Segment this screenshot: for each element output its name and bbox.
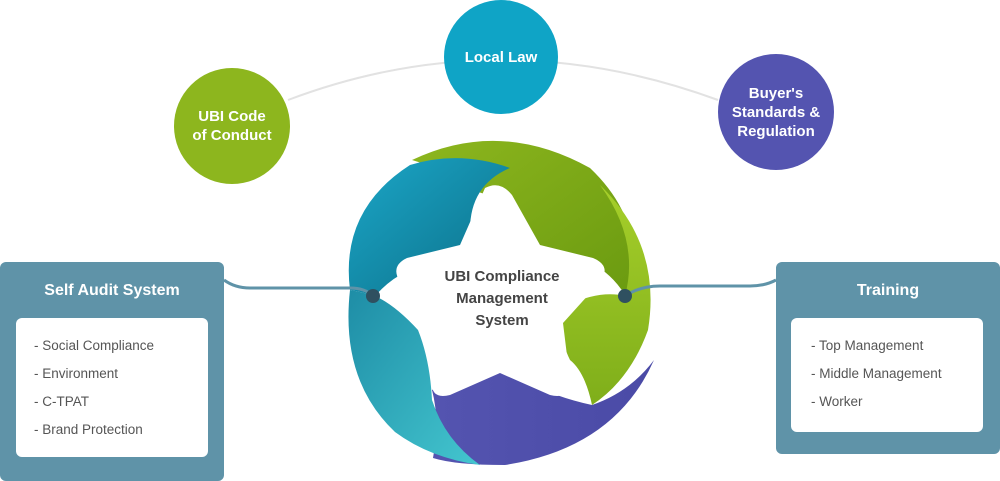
list-item: - Social Compliance [34, 338, 155, 353]
list-item: - Brand Protection [34, 422, 143, 437]
training-title: Training [856, 282, 920, 299]
bubble-ubi-code-of-conduct: UBI Code of Conduct [174, 68, 290, 184]
pinwheel-segment-cyan [348, 290, 480, 465]
left-connector-line [223, 278, 375, 298]
bubble-local-law: Local Law [444, 0, 558, 114]
pinwheel-segment-teal [348, 158, 510, 296]
training-list: - Top Management - Middle Management - W… [791, 318, 983, 416]
list-item: - Environment [34, 366, 119, 381]
self-audit-list: - Social Compliance - Environment - C-TP… [16, 318, 208, 444]
bubble-buyer-line-2: Standards & [731, 103, 821, 121]
center-star [396, 185, 605, 396]
training-card: - Top Management - Middle Management - W… [791, 318, 983, 432]
center-label-line-2: Management [456, 290, 548, 307]
bubble-code-line-2: of Conduct [192, 127, 272, 144]
right-connector-dot [618, 289, 632, 303]
bubble-buyer-standards: Buyer's Standards & Regulation [718, 54, 834, 170]
list-item: - Top Management [811, 338, 924, 353]
self-audit-card: - Social Compliance - Environment - C-TP… [16, 318, 208, 457]
center-label-line-3: System [475, 312, 529, 329]
bubble-buyer-line-1: Buyer's [748, 84, 804, 102]
self-audit-panel: Self Audit System - Social Compliance - … [0, 262, 224, 481]
self-audit-title: Self Audit System [44, 282, 180, 299]
bubble-local-law-label: Local Law [464, 48, 538, 66]
list-item: - C-TPAT [34, 394, 89, 409]
bubble-buyer-line-3: Regulation [737, 122, 815, 140]
left-connector-dot [366, 289, 380, 303]
pinwheel-segment-lime [561, 185, 651, 405]
center-label: UBI Compliance Management System [420, 266, 584, 332]
bubble-code-line-1: UBI Code [198, 108, 266, 125]
pinwheel-segment-indigo [432, 360, 654, 465]
right-connector-line [624, 278, 777, 298]
training-panel: Training - Top Management - Middle Manag… [776, 262, 1000, 454]
list-item: - Middle Management [811, 366, 942, 381]
list-item: - Worker [811, 394, 863, 409]
center-label-line-1: UBI Compliance [444, 268, 560, 285]
